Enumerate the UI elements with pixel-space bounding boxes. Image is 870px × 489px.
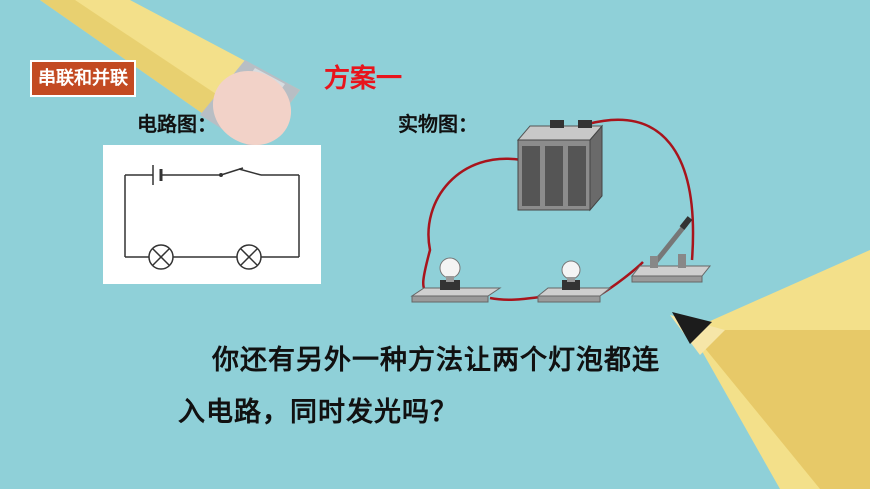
physical-diagram-label: 实物图： bbox=[398, 112, 478, 136]
bulb-icon bbox=[439, 257, 461, 282]
section-tag: 串联和并联 bbox=[30, 60, 136, 97]
lamp-icon bbox=[148, 244, 174, 270]
bottom-pencil-icon bbox=[670, 250, 870, 489]
bulb-icon bbox=[561, 260, 581, 282]
slide-title: 方案一 bbox=[324, 64, 403, 94]
bulb-base-icon bbox=[410, 280, 502, 303]
switch-icon bbox=[219, 167, 244, 177]
knife-switch-icon bbox=[630, 216, 712, 283]
battery-icon bbox=[152, 165, 165, 185]
bulb-base-icon bbox=[536, 280, 612, 303]
question-line-1: 你还有另外一种方法让两个灯泡都连 bbox=[212, 345, 660, 376]
circuit-diagram-label: 电路图： bbox=[137, 112, 217, 136]
lamp-icon bbox=[236, 244, 262, 270]
top-pencil-icon bbox=[40, 0, 300, 150]
question-line-2: 入电路，同时发光吗？ bbox=[178, 397, 458, 428]
circuit-diagram bbox=[103, 145, 321, 284]
physical-diagram bbox=[410, 118, 712, 303]
battery-pack-icon bbox=[516, 120, 604, 212]
circuit-schematic bbox=[124, 165, 300, 270]
